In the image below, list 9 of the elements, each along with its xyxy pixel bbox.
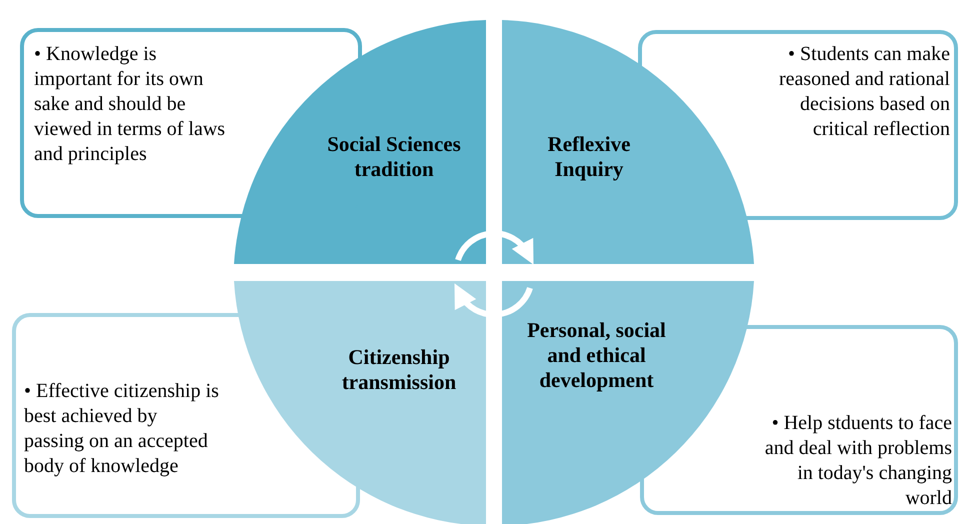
quadrant-title: Reflexive Inquiry [546,132,632,182]
bullet-text: • Students can make reasoned and rational decisions based on critical reflection [778,42,950,142]
quadrant-title: Social Sciences tradition [326,132,462,182]
text-box [638,30,958,220]
bullet-text: • Knowledge is important for its own sake and should be viewed in terms of laws and principles [34,42,226,167]
quadrant-title: Personal, social and ethical development [526,318,667,393]
quadrant-title: Citizenship transmission [340,345,458,395]
bullet-text: • Help stduents to face and deal with problems in today's changing world [764,411,952,511]
bullet-text: • Effective citizenship is best achieved by passing on an accepted body of knowledge [24,379,219,479]
